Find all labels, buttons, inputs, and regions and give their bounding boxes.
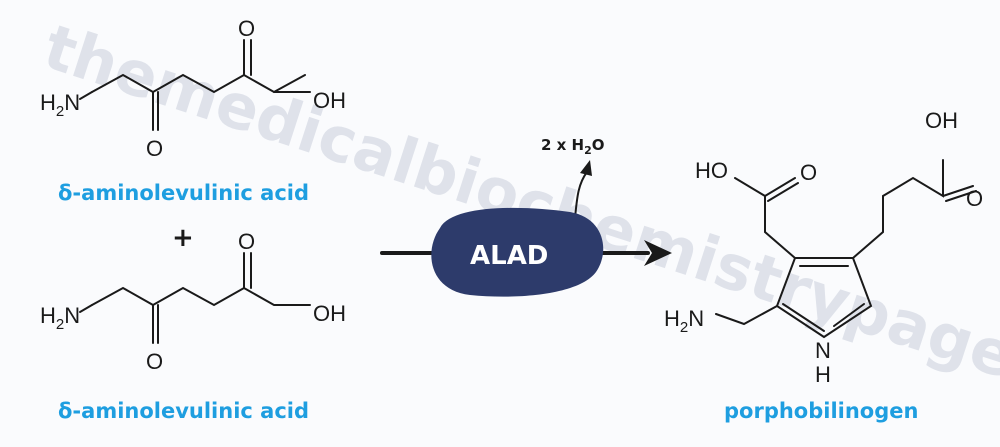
enzyme-alad: ALAD <box>431 207 604 297</box>
reactant-2-acid-oxygen: O <box>238 229 255 254</box>
product-label: porphobilinogen <box>724 399 918 423</box>
water-release-arrow <box>574 160 592 219</box>
product-ring-nitrogen: N <box>815 338 831 363</box>
reactant-2-acid-hydroxyl: OH <box>313 301 346 326</box>
water-byproduct: 2 x H2O <box>541 136 605 157</box>
product-structure: HO O OH O H2N N H <box>664 108 983 387</box>
product-amine: H2N <box>664 306 704 336</box>
reactant-2-structure: H2N O O OH <box>40 229 346 374</box>
product-acetic-oxygen: O <box>800 160 817 185</box>
reactant-1-acid-hydroxyl: OH <box>313 88 346 113</box>
enzyme-label: ALAD <box>470 241 548 271</box>
plus-sign: + <box>172 223 194 253</box>
reactant-2-ketone-oxygen: O <box>146 349 163 374</box>
reactant-2-amine: H2N <box>40 303 80 333</box>
product-propionic-oxygen: O <box>966 186 983 211</box>
product-acetic-hydroxyl: HO <box>695 158 728 183</box>
product-ring-hydrogen: H <box>815 362 831 387</box>
reactant-1-structure: H2N O O OH <box>40 16 346 161</box>
reactant-1-label: δ-aminolevulinic acid <box>58 181 309 205</box>
reactant-1-ketone-oxygen: O <box>146 136 163 161</box>
reactant-2-label: δ-aminolevulinic acid <box>58 399 309 423</box>
reactant-1-acid-oxygen: O <box>238 16 255 41</box>
reactant-1-amine: H2N <box>40 90 80 120</box>
product-propionic-hydroxyl: OH <box>925 108 958 133</box>
